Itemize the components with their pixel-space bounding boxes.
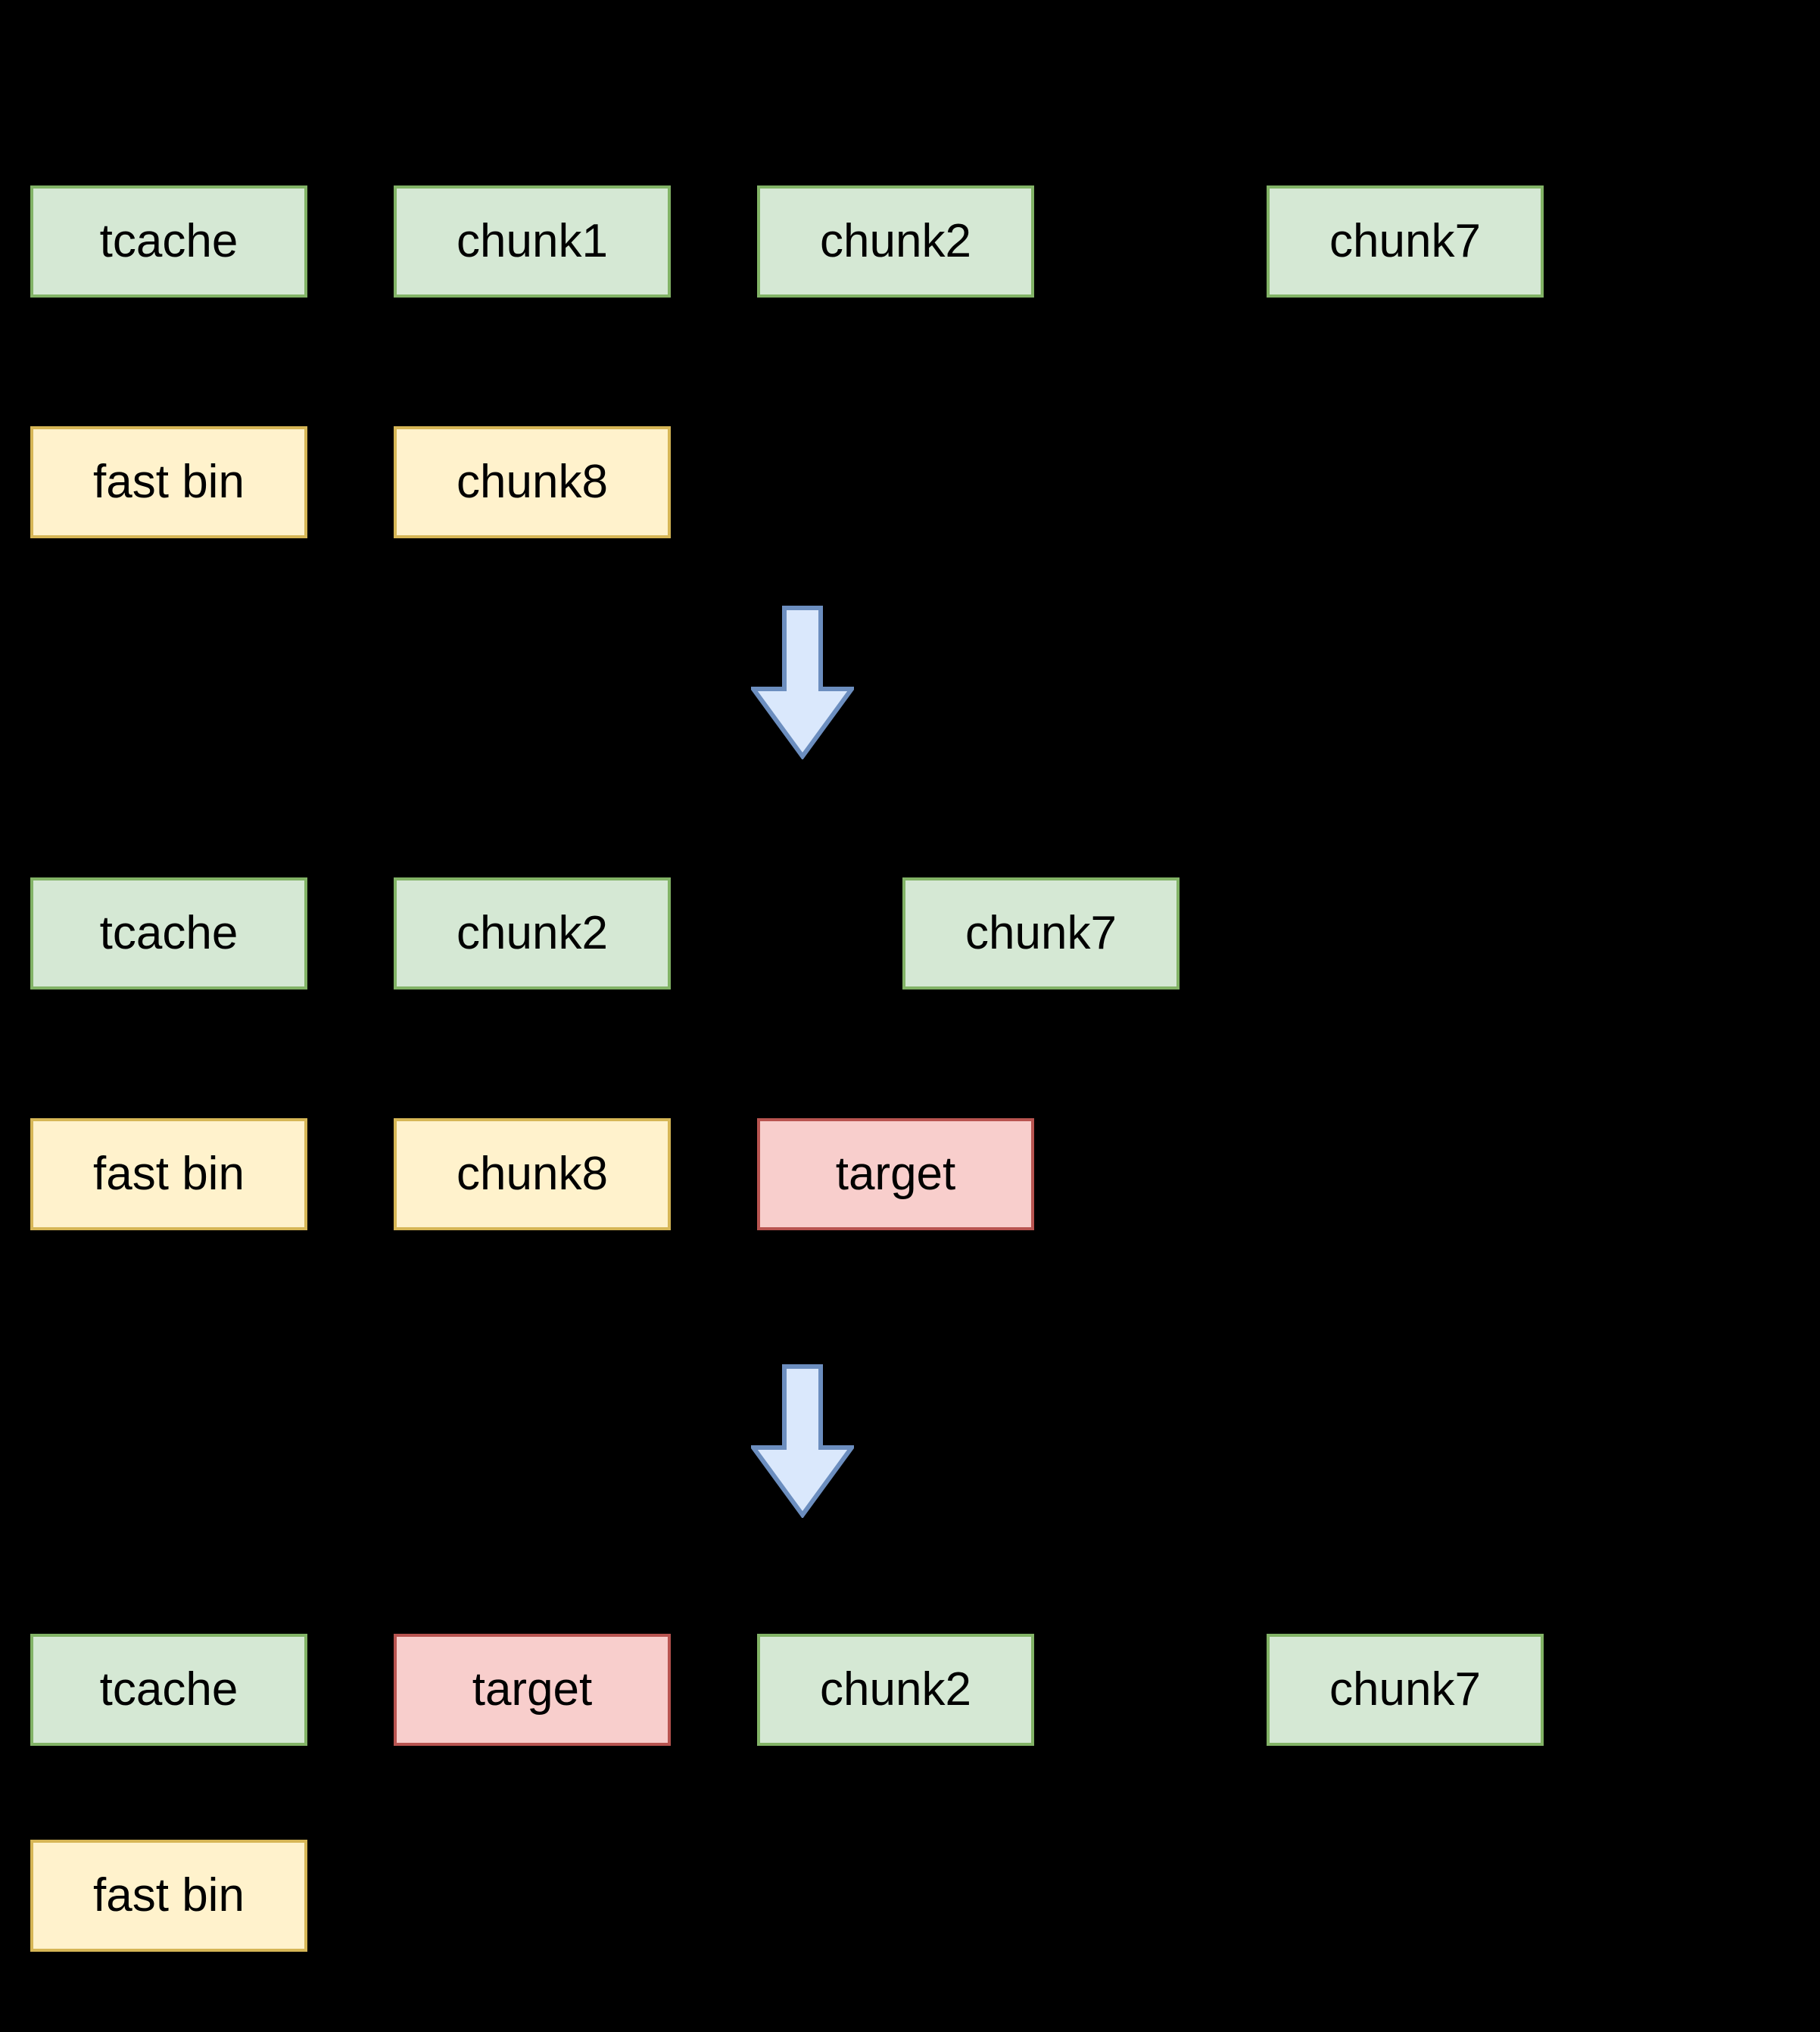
connector-arrowhead-s3-tcache-target [380, 1681, 394, 1698]
connector-arrowhead-s3-target-chunk2 [743, 1681, 757, 1698]
connector-s1-chunk2-chunk7 [1034, 240, 1253, 243]
node-label: chunk2 [820, 1663, 971, 1716]
node-s1-chunk7[interactable]: chunk7 [1267, 185, 1544, 298]
connector-s1-fastbin-chunk8 [307, 481, 380, 484]
node-s2-chunk7[interactable]: chunk7 [902, 877, 1180, 990]
node-s1-chunk2[interactable]: chunk2 [757, 185, 1034, 298]
node-label: chunk7 [1329, 1663, 1481, 1716]
node-label: fast bin [93, 455, 245, 508]
node-label: chunk1 [457, 214, 608, 267]
node-s3-target[interactable]: target [394, 1634, 671, 1746]
connector-arrowhead-s2-tcache-chunk2 [380, 925, 394, 942]
node-s1-tcache[interactable]: tcache [30, 185, 307, 298]
node-label: chunk2 [820, 214, 971, 267]
node-label: fast bin [93, 1868, 245, 1921]
connector-arrowhead-s1-chunk2-chunk7 [1253, 233, 1267, 250]
connector-arrowhead-s2-chunk8-target [743, 1166, 757, 1183]
node-s1-chunk8[interactable]: chunk8 [394, 426, 671, 538]
node-label: fast bin [93, 1147, 245, 1200]
node-label: tcache [99, 214, 238, 267]
node-label: chunk8 [457, 455, 608, 508]
node-label: tcache [99, 1663, 238, 1716]
node-label: target [835, 1147, 956, 1200]
node-s3-fastbin[interactable]: fast bin [30, 1840, 307, 1952]
connector-s1-chunk1-chunk2 [671, 240, 743, 243]
connector-arrowhead-s1-chunk1-chunk2 [743, 233, 757, 250]
connector-s2-chunk8-target [671, 1173, 743, 1176]
connector-arrowhead-s1-fastbin-chunk8 [380, 474, 394, 491]
node-label: tcache [99, 906, 238, 959]
node-s2-tcache[interactable]: tcache [30, 877, 307, 990]
connector-s2-tcache-chunk2 [307, 932, 380, 935]
node-s3-chunk2[interactable]: chunk2 [757, 1634, 1034, 1746]
node-label: chunk7 [1329, 214, 1481, 267]
node-label: target [472, 1663, 593, 1716]
node-s2-chunk2[interactable]: chunk2 [394, 877, 671, 990]
node-s2-chunk8[interactable]: chunk8 [394, 1118, 671, 1230]
node-s1-fastbin[interactable]: fast bin [30, 426, 307, 538]
node-s2-fastbin[interactable]: fast bin [30, 1118, 307, 1230]
connector-arrowhead-s2-fastbin-chunk8 [380, 1166, 394, 1183]
connector-s3-tcache-target [307, 1688, 380, 1691]
step-arrow-1 [751, 606, 854, 759]
connector-arrowhead-s2-chunk2-chunk7 [889, 925, 902, 942]
node-s2-target[interactable]: target [757, 1118, 1034, 1230]
connector-arrowhead-s1-tcache-chunk1 [380, 233, 394, 250]
node-label: chunk7 [965, 906, 1117, 959]
node-s3-tcache[interactable]: tcache [30, 1634, 307, 1746]
connector-arrowhead-s3-chunk2-chunk7 [1253, 1681, 1267, 1698]
step-arrow-2 [751, 1364, 854, 1518]
node-s1-chunk1[interactable]: chunk1 [394, 185, 671, 298]
node-s3-chunk7[interactable]: chunk7 [1267, 1634, 1544, 1746]
connector-s1-tcache-chunk1 [307, 240, 380, 243]
connector-s3-chunk2-chunk7 [1034, 1688, 1253, 1691]
connector-s2-fastbin-chunk8 [307, 1173, 380, 1176]
connector-s2-chunk2-chunk7 [671, 932, 889, 935]
node-label: chunk8 [457, 1147, 608, 1200]
node-label: chunk2 [457, 906, 608, 959]
connector-s3-target-chunk2 [671, 1688, 743, 1691]
